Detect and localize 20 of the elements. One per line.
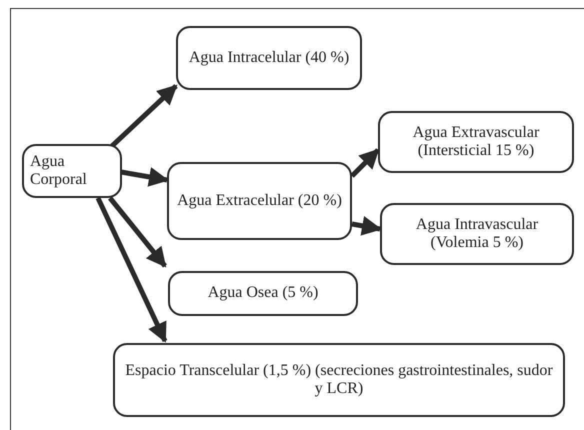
arrow	[120, 167, 169, 187]
node-label: Agua Osea (5 %)	[208, 284, 318, 303]
rounded-box	[378, 111, 574, 173]
arrow	[352, 216, 382, 236]
arrow	[108, 196, 167, 268]
node-label: Agua Intracelular (40 %)	[188, 48, 350, 68]
node-label: Agua Extracelular (20 %)	[177, 192, 342, 210]
arrow	[350, 148, 380, 178]
arrow	[96, 196, 168, 343]
rounded-box	[380, 203, 574, 265]
node-label: Espacio Transcelular (1,5 %) (secreciones gastrointestinales, sudor y LCR)	[124, 362, 554, 398]
rounded-box	[167, 162, 352, 240]
rounded-box	[113, 343, 565, 417]
rounded-box	[168, 271, 358, 316]
node-label: Agua Corporal	[30, 152, 88, 190]
arrow	[110, 84, 178, 148]
node-label: Agua Intravascular (Volemia 5 %)	[414, 216, 540, 252]
rounded-box	[22, 144, 122, 198]
node-label: Agua Extravascular (Intersticial 15 %)	[412, 124, 540, 160]
rounded-box	[176, 26, 362, 90]
